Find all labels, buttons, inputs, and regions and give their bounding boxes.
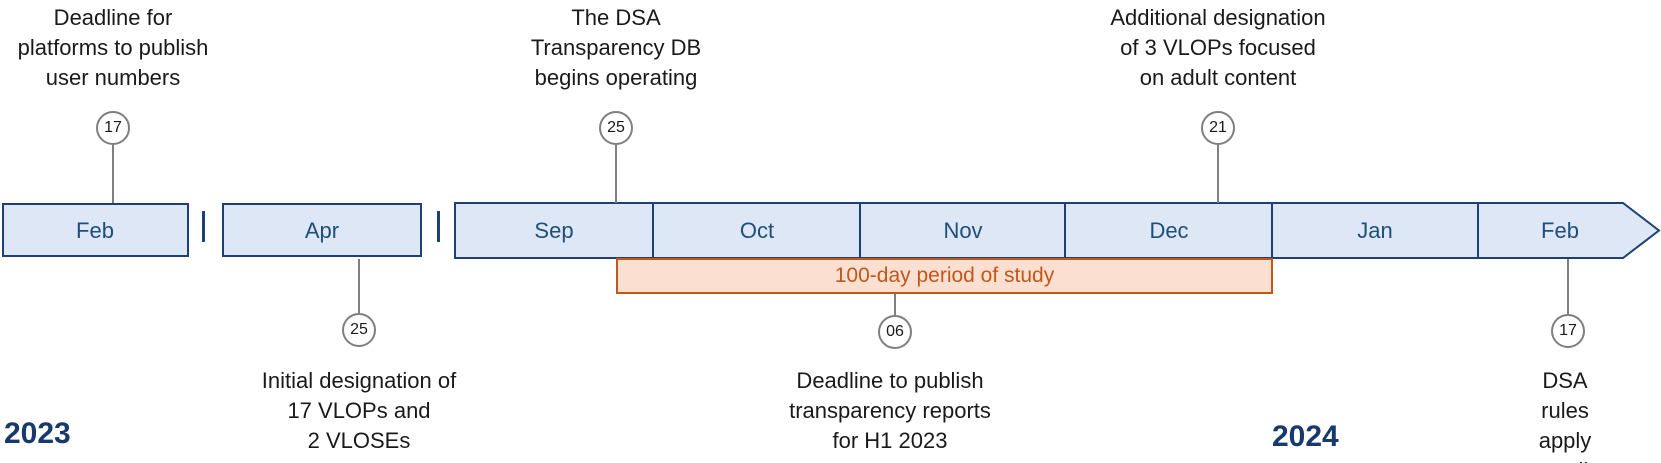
connector-nov06-bottom bbox=[894, 294, 896, 315]
event-label-dsa-rules-apply: DSA rules apply to all regulated online … bbox=[1538, 368, 1592, 463]
day-badge-apr-25: 25 bbox=[342, 313, 376, 347]
day-badge-feb-17-2024: 17 bbox=[1551, 314, 1585, 348]
month-label-feb-2024: Feb bbox=[1541, 218, 1579, 243]
connector-feb17-bottom bbox=[1567, 259, 1569, 314]
year-label-2024: 2024 bbox=[1272, 420, 1339, 453]
connector-dec21-top bbox=[1217, 145, 1219, 203]
month-box-feb-2023 bbox=[2, 203, 189, 257]
year-label-2023: 2023 bbox=[4, 417, 71, 450]
timeline-break-tick-2 bbox=[437, 211, 440, 242]
month-label-feb-2023: Feb bbox=[76, 218, 114, 243]
day-badge-feb-17: 17 bbox=[96, 111, 130, 145]
month-label-dec: Dec bbox=[1149, 218, 1189, 243]
day-badge-dec-21: 21 bbox=[1201, 111, 1235, 145]
timeline-main-bar-arrow bbox=[454, 202, 1661, 259]
timeline-break-tick-1 bbox=[202, 211, 205, 242]
event-label-transparency-db: The DSA Transparency DB begins operating bbox=[530, 5, 702, 90]
day-badge-nov-06: 06 bbox=[878, 315, 912, 349]
event-label-additional-vlops: Additional designation of 3 VLOPs focuse… bbox=[1110, 5, 1326, 90]
event-label-publish-user-numbers: Deadline for platforms to publish user n… bbox=[17, 5, 209, 90]
month-label-nov: Nov bbox=[943, 218, 983, 243]
day-badge-sep-25: 25 bbox=[599, 111, 633, 145]
connector-feb17-top bbox=[112, 145, 114, 203]
month-label-sep: Sep bbox=[534, 218, 574, 243]
month-label-jan: Jan bbox=[1357, 218, 1393, 243]
event-label-initial-designation: Initial designation of 17 VLOPs and 2 VL… bbox=[261, 368, 457, 453]
study-period-band: 100-day period of study bbox=[616, 258, 1273, 294]
month-label-oct: Oct bbox=[739, 218, 775, 243]
connector-apr25-bottom bbox=[358, 259, 360, 313]
month-label-apr-2023: Apr bbox=[304, 218, 340, 243]
study-period-label: 100-day period of study bbox=[834, 264, 1055, 287]
connector-sep25-top bbox=[615, 145, 617, 203]
event-label-transparency-reports: Deadline to publish transparency reports… bbox=[789, 368, 991, 453]
month-box-apr-2023 bbox=[222, 203, 422, 257]
